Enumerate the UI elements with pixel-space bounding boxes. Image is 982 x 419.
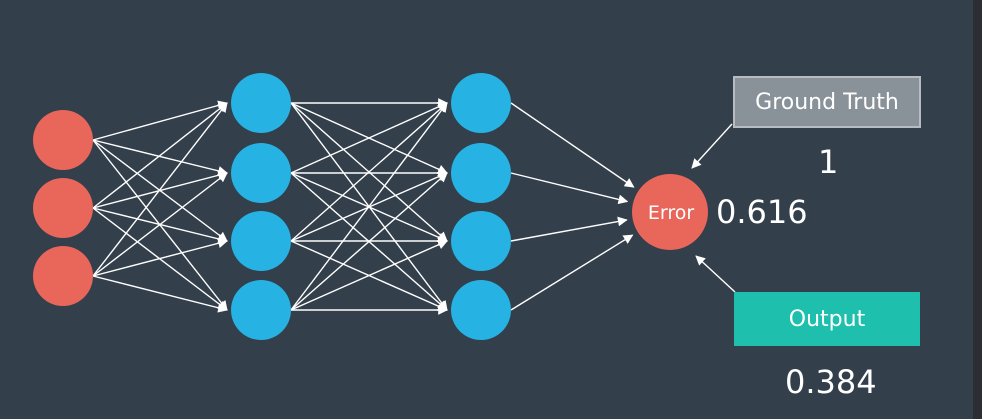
error-node [632,174,708,250]
edge-input-3-to-hidden-1-3 [92,238,228,277]
input-node-1 [33,110,93,170]
hidden-2-node-2 [451,143,511,203]
output-arrow [695,255,736,293]
hidden-2-node-3 [451,211,511,271]
window-edge [973,0,982,419]
edge-hidden-2-4-to-error [510,234,634,311]
ground-truth-value: 1 [818,143,839,181]
hidden-1-node-3 [231,211,291,271]
edge-input-2-to-hidden-1-1 [92,102,228,209]
edge-hidden-1-2-to-hidden-2-1 [290,102,448,174]
hidden-2-node-1 [451,73,511,133]
edge-input-3-to-hidden-1-2 [92,172,228,277]
edge-hidden-1-3-to-hidden-2-1 [290,102,448,242]
edges-group [92,98,736,315]
ground-truth-box: Ground Truth [733,76,921,128]
edge-hidden-1-4-to-hidden-2-3 [290,240,448,311]
output-value: 0.384 [785,363,877,401]
output-label: Output [788,306,866,332]
nodes-group [33,73,708,340]
input-node-3 [33,246,93,306]
hidden-1-node-4 [231,280,291,340]
edge-hidden-2-3-to-error [510,216,628,242]
edge-hidden-1-4-to-hidden-2-2 [290,172,448,311]
error-value: 0.616 [716,193,808,231]
hidden-1-node-1 [231,73,291,133]
edge-input-3-to-hidden-1-1 [92,102,228,277]
input-node-2 [33,178,93,238]
hidden-2-node-4 [451,280,511,340]
edge-input-1-to-hidden-1-2 [92,139,228,176]
ground-truth-arrow [691,123,733,169]
edge-hidden-1-4-to-hidden-2-1 [290,102,448,311]
edge-hidden-2-1-to-error [510,102,635,188]
edge-input-1-to-hidden-1-1 [92,100,228,141]
hidden-1-node-2 [231,143,291,203]
edge-hidden-2-2-to-error [510,172,629,205]
ground-truth-label: Ground Truth [755,89,899,115]
edge-input-3-to-hidden-1-4 [92,275,228,313]
output-box: Output [734,292,920,346]
error-node-label: Error [647,202,695,224]
